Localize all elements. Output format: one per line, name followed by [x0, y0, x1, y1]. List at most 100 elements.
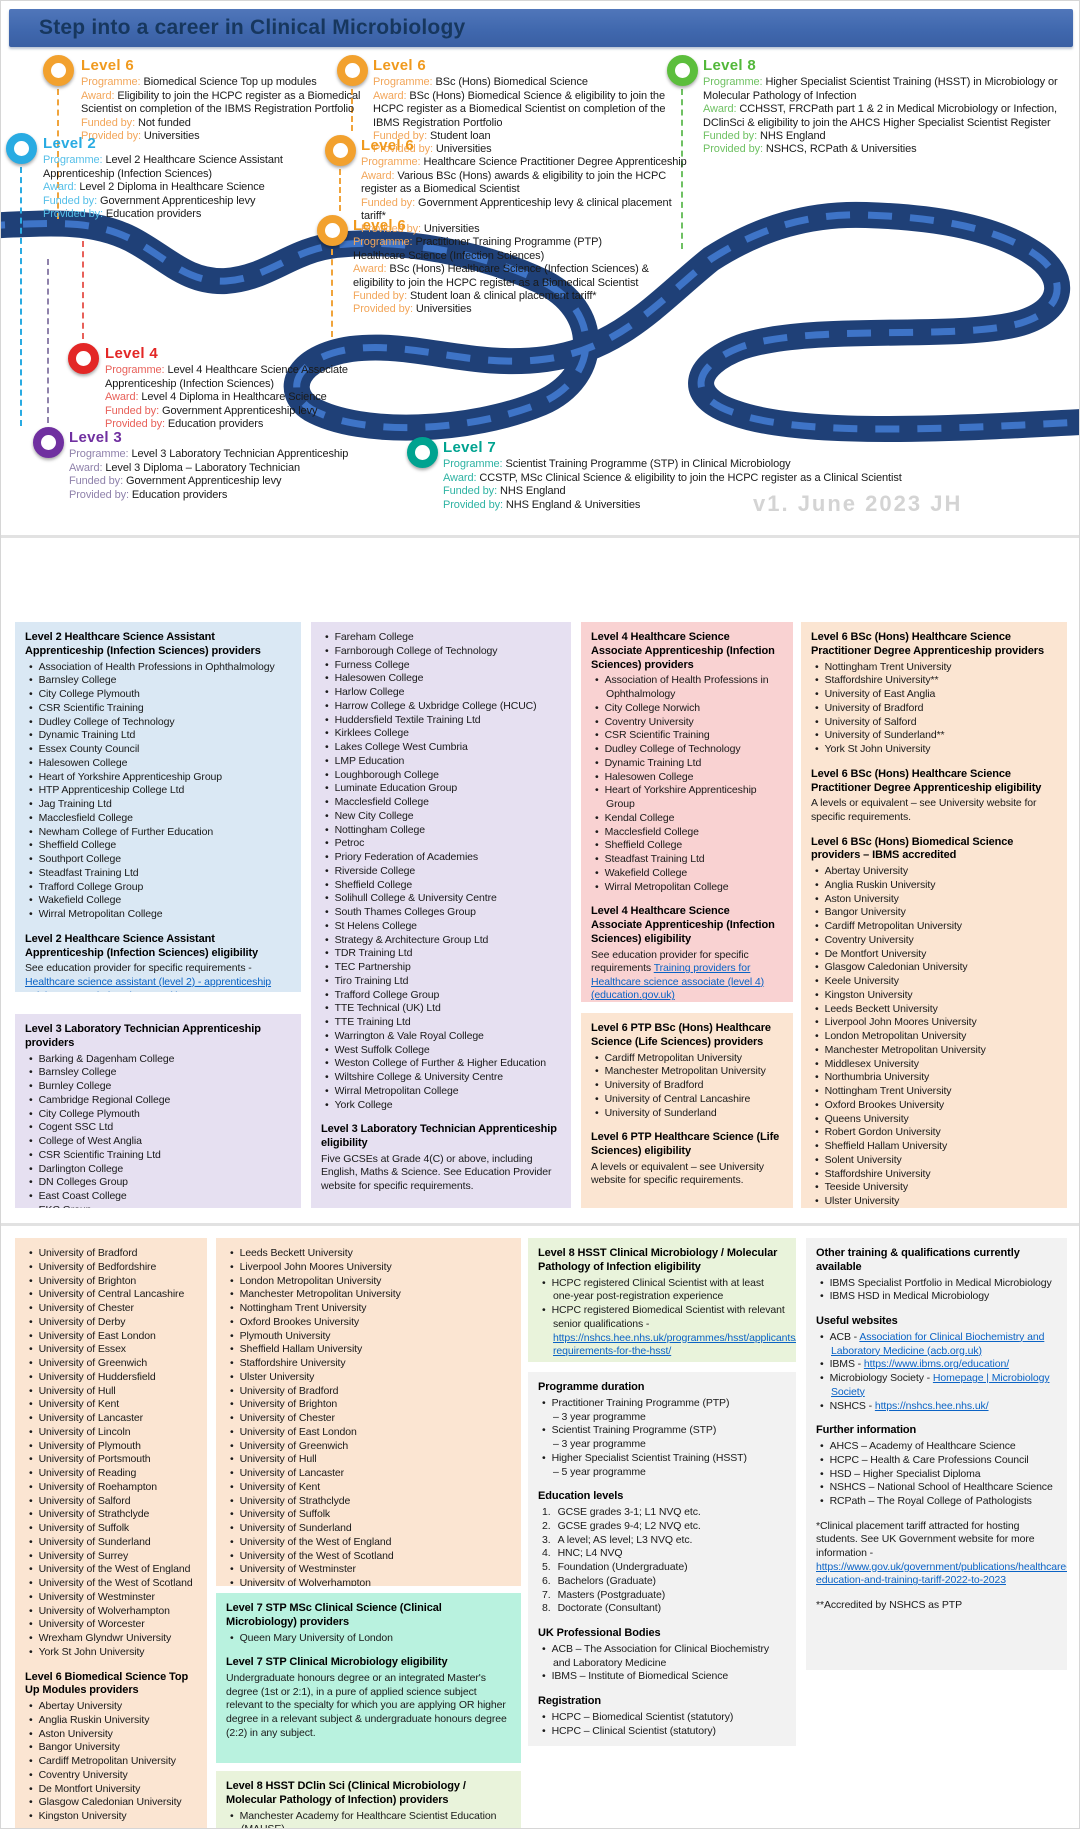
- list-item: University of Sunderland**: [811, 729, 1057, 743]
- level4-eligibility-link[interactable]: Training providers for Healthcare scienc…: [591, 962, 765, 1002]
- field-label: Award:: [361, 169, 395, 182]
- box-header: Level 2 Healthcare Science Assistant App…: [25, 631, 261, 657]
- list-item: Priory Federation of Academies: [321, 851, 561, 865]
- list-item: Dynamic Training Ltd: [591, 757, 783, 771]
- list-item: Harlow College: [321, 686, 561, 700]
- list-item: University of Central Lancashire: [591, 1093, 783, 1107]
- field-label: Programme:: [105, 364, 165, 377]
- field-label: Programme:: [43, 154, 103, 167]
- level-title: Level 4: [105, 345, 158, 362]
- list-item: University of Strathclyde: [25, 1508, 197, 1522]
- list-item: Manchester Metropolitan University: [591, 1065, 783, 1079]
- list-item: CSR Scientific Training: [25, 702, 291, 716]
- list-item: Coventry University: [811, 934, 1057, 948]
- field-label: Provided by:: [353, 303, 413, 316]
- field-value: Universities: [420, 223, 480, 236]
- field-value: Student loan: [427, 129, 491, 142]
- level2-eligibility-link[interactable]: Healthcare science assistant (level 2) -…: [25, 975, 272, 992]
- list-item: University of Central Lancashire: [25, 1288, 197, 1302]
- list-item: Aston University: [811, 893, 1057, 907]
- list-item: Staffordshire University: [226, 1357, 511, 1371]
- level-title: Level 2: [43, 135, 96, 152]
- level-field-row: Funded by: Student loan & clinical place…: [353, 290, 653, 303]
- list-item: HTP Apprenticeship College Ltd: [25, 784, 291, 798]
- list-item: Petroc: [321, 837, 561, 851]
- list-item: St Helens College: [321, 920, 561, 934]
- list-item: Manchester Academy for Healthcare Scient…: [226, 1810, 511, 1829]
- list-item: Kingston University: [25, 1810, 197, 1824]
- level6-bsc-providers-box: Level 6 BSc (Hons) Healthcare Science Pr…: [801, 622, 1067, 1208]
- list-item: University of Bedfordshire: [25, 1261, 197, 1275]
- list-item: Anglia Ruskin University: [25, 1714, 197, 1728]
- field-value: BSc (Hons) Biomedical Science & eligibil…: [373, 89, 666, 129]
- list-item: University of Wolverhampton: [226, 1577, 511, 1586]
- list-item: University of Greenwich: [226, 1440, 511, 1454]
- field-value: BSc (Hons) Biomedical Science: [432, 76, 588, 89]
- box-header: Level 2 Healthcare Science Assistant App…: [25, 932, 259, 959]
- level6-ptp-providers-box: Level 6 PTP BSc (Hons) Healthcare Scienc…: [581, 1013, 793, 1208]
- box-header: Level 7 STP Clinical Microbiology eligib…: [226, 1656, 448, 1669]
- section-divider: [1, 1223, 1079, 1226]
- list-item: HCPC – Clinical Scientist (statutory): [538, 1725, 786, 1739]
- education-levels-list: GCSE grades 3-1; L1 NVQ etc.GCSE grades …: [538, 1506, 786, 1616]
- list-item: Liverpool John Moores University: [226, 1261, 511, 1275]
- list-item: TTE Technical (UK) Ltd: [321, 1002, 561, 1016]
- list-item: Scientist Training Programme (STP) – 3 y…: [538, 1424, 786, 1452]
- list-item: Association of Health Professions in Oph…: [25, 661, 291, 675]
- list-item: Halesowen College: [25, 757, 291, 771]
- list-item: Warrington & Vale Royal College: [321, 1030, 561, 1044]
- website-link[interactable]: Association for Clinical Biochemistry an…: [831, 1330, 1045, 1357]
- website-link[interactable]: https://nshcs.hee.nhs.uk/: [874, 1399, 989, 1412]
- list-item: Essex County Council: [25, 743, 291, 757]
- level-field-row: Provided by: Education providers: [69, 489, 409, 502]
- box-header: Level 8 HSST Clinical Microbiology / Mol…: [538, 1247, 778, 1273]
- link-prefix: Microbiology Society -: [829, 1372, 933, 1384]
- list-item: Halesowen College: [591, 771, 783, 785]
- level6-bsc-marker: [337, 55, 368, 86]
- list-item: New City College: [321, 810, 561, 824]
- level3-providers-box: Level 3 Laboratory Technician Apprentice…: [15, 1014, 301, 1208]
- level6-hcs-marker: [325, 135, 356, 166]
- level6-topup-marker: [43, 55, 74, 86]
- field-label: Award:: [443, 471, 477, 484]
- list-item: Luminate Education Group: [321, 782, 561, 796]
- list-item: University of East Anglia: [811, 688, 1057, 702]
- box-header: Level 6 PTP Healthcare Science (Life Sci…: [591, 1131, 780, 1157]
- tariff-link[interactable]: https://www.gov.uk/government/publicatio…: [816, 1560, 1067, 1587]
- university-list: Abertay UniversityAnglia Ruskin Universi…: [25, 1700, 197, 1824]
- level8-eligibility-link[interactable]: https://nshcs.hee.nhs.uk/programmes/hsst…: [553, 1331, 796, 1358]
- list-item: Keele University: [811, 975, 1057, 989]
- list-item: City College Plymouth: [25, 688, 291, 702]
- list-item: Halesowen College: [321, 672, 561, 686]
- field-value: BSc (Hons) Healthcare Science (Infection…: [353, 263, 649, 289]
- website-link[interactable]: https://www.ibms.org/education/: [863, 1358, 1010, 1371]
- provider-list: Association of Health Professions in Oph…: [591, 674, 783, 894]
- list-item: De Montfort University: [25, 1783, 197, 1797]
- list-item: Abertay University: [811, 865, 1057, 879]
- list-item: Foundation (Undergraduate): [557, 1561, 688, 1573]
- list-item: A level; AS level; L3 NVQ etc.: [557, 1533, 693, 1546]
- link-prefix: IBMS -: [829, 1358, 864, 1371]
- list-item: University of Chester: [25, 1302, 197, 1316]
- list-item: Wrexham Glyndwr University: [25, 1632, 197, 1646]
- field-label: Provided by:: [703, 143, 763, 156]
- field-label: Programme:: [373, 76, 433, 89]
- list-item: HSD – Higher Specialist Diploma: [816, 1468, 1057, 1482]
- list-item: Wirral Metropolitan College: [321, 1085, 561, 1099]
- list-item: Wiltshire College & University Centre: [321, 1071, 561, 1085]
- list-item: Tiro Training Ltd: [321, 975, 561, 989]
- connector-level2: [20, 167, 22, 426]
- programme-info-box: Programme duration Practitioner Training…: [528, 1372, 796, 1746]
- field-label: Programme:: [703, 76, 763, 89]
- website-link[interactable]: Homepage | Microbiology Society: [831, 1372, 1050, 1398]
- field-label: Provided by:: [443, 498, 503, 511]
- level-field-row: Programme: Higher Specialist Scientist T…: [703, 76, 1071, 103]
- other-training-box: Other training & qualifications currentl…: [806, 1238, 1067, 1670]
- field-label: Funded by:: [361, 196, 416, 209]
- list-item: HNC; L4 NVQ: [557, 1547, 623, 1560]
- field-label: Provided by:: [81, 129, 141, 142]
- level-field-row: Provided by: Universities: [81, 130, 381, 143]
- level-title: Level 6: [81, 57, 134, 74]
- level-field-row: Funded by: Not funded: [81, 117, 381, 130]
- list-item: Heart of Yorkshire Apprenticeship Group: [591, 784, 783, 812]
